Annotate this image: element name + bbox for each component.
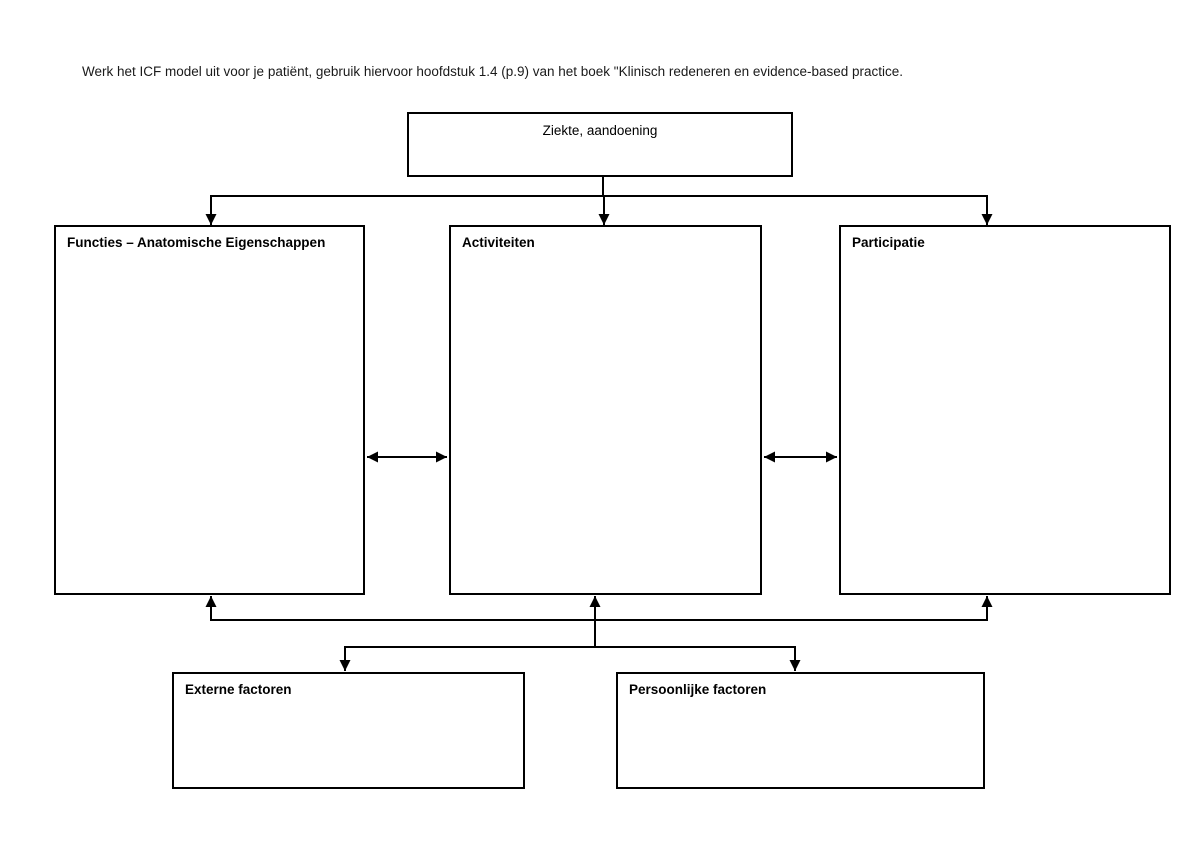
node-functies-anatomische-eigenschappen: Functies – Anatomische Eigenschappen [54,225,365,595]
node-persoonlijke-factoren: Persoonlijke factoren [616,672,985,789]
node-externe-factoren: Externe factoren [172,672,525,789]
node-participatie: Participatie [839,225,1171,595]
node-label-participatie: Participatie [852,235,925,250]
node-ziekte-aandoening: Ziekte, aandoening [407,112,793,177]
node-label-functies: Functies – Anatomische Eigenschappen [67,235,326,250]
node-label-ziekte: Ziekte, aandoening [542,123,658,138]
instruction-text: Werk het ICF model uit voor je patiënt, … [82,64,903,79]
node-label-activiteiten: Activiteiten [462,235,535,250]
node-label-persoonlijke: Persoonlijke factoren [629,682,767,697]
node-label-externe: Externe factoren [185,682,292,697]
node-activiteiten: Activiteiten [449,225,762,595]
